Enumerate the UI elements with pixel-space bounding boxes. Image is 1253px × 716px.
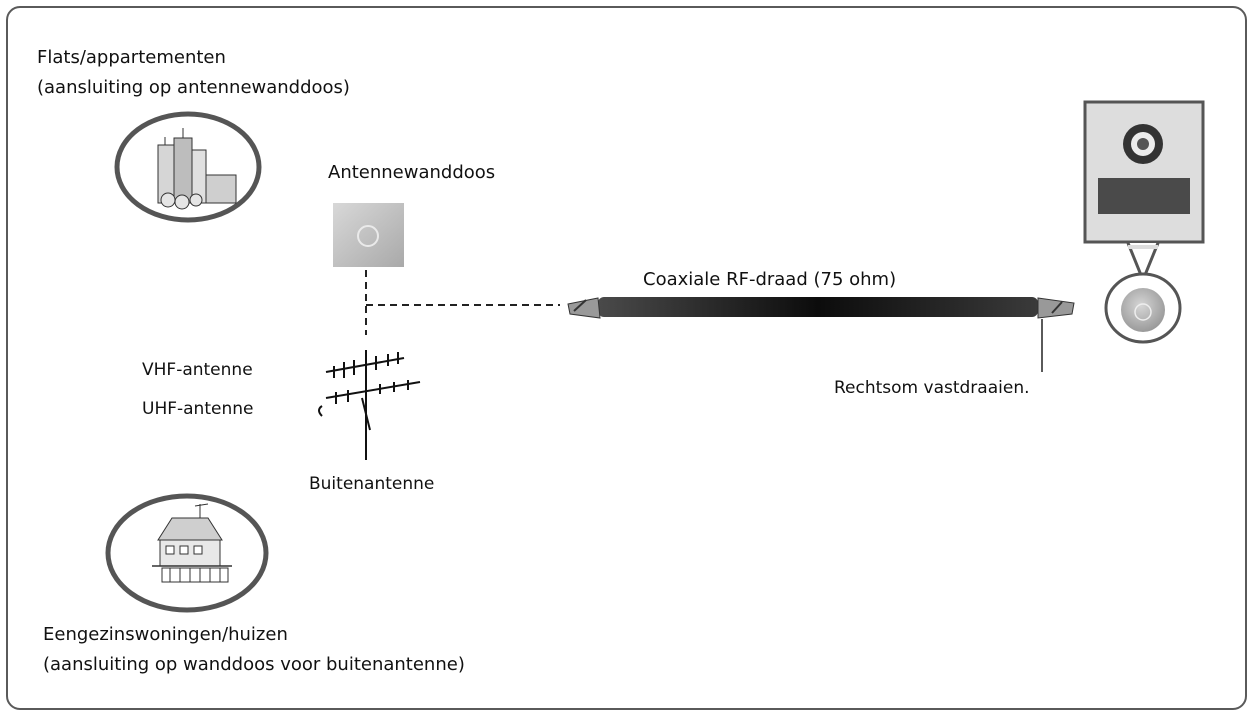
tv-antenna-input-panel	[1083, 100, 1205, 344]
wall-outlet-icon	[333, 203, 404, 267]
dashed-connection-line	[365, 270, 560, 335]
uhf-antenna-label: UHF-antenne	[142, 399, 254, 419]
houses-subtitle: (aansluiting op wanddoos voor buitenante…	[43, 654, 465, 675]
vhf-antenna-label: VHF-antenne	[142, 360, 253, 380]
outdoor-antenna-icon	[318, 350, 421, 460]
houses-title: Eengezinswoningen/huizen	[43, 624, 288, 645]
flats-title: Flats/appartementen	[37, 47, 226, 68]
coaxial-cable-icon	[567, 297, 1075, 372]
outdoor-antenna-label: Buitenantenne	[309, 474, 435, 494]
flats-subtitle: (aansluiting op antennewanddoos)	[37, 77, 350, 98]
diagram-frame	[6, 6, 1247, 710]
wall-outlet-label: Antennewanddoos	[328, 162, 496, 183]
tighten-clockwise-label: Rechtsom vastdraaien.	[834, 378, 1030, 398]
coaxial-cable-label: Coaxiale RF-draad (75 ohm)	[643, 269, 897, 290]
apartment-buildings-icon	[114, 111, 262, 223]
house-icon	[105, 493, 269, 613]
